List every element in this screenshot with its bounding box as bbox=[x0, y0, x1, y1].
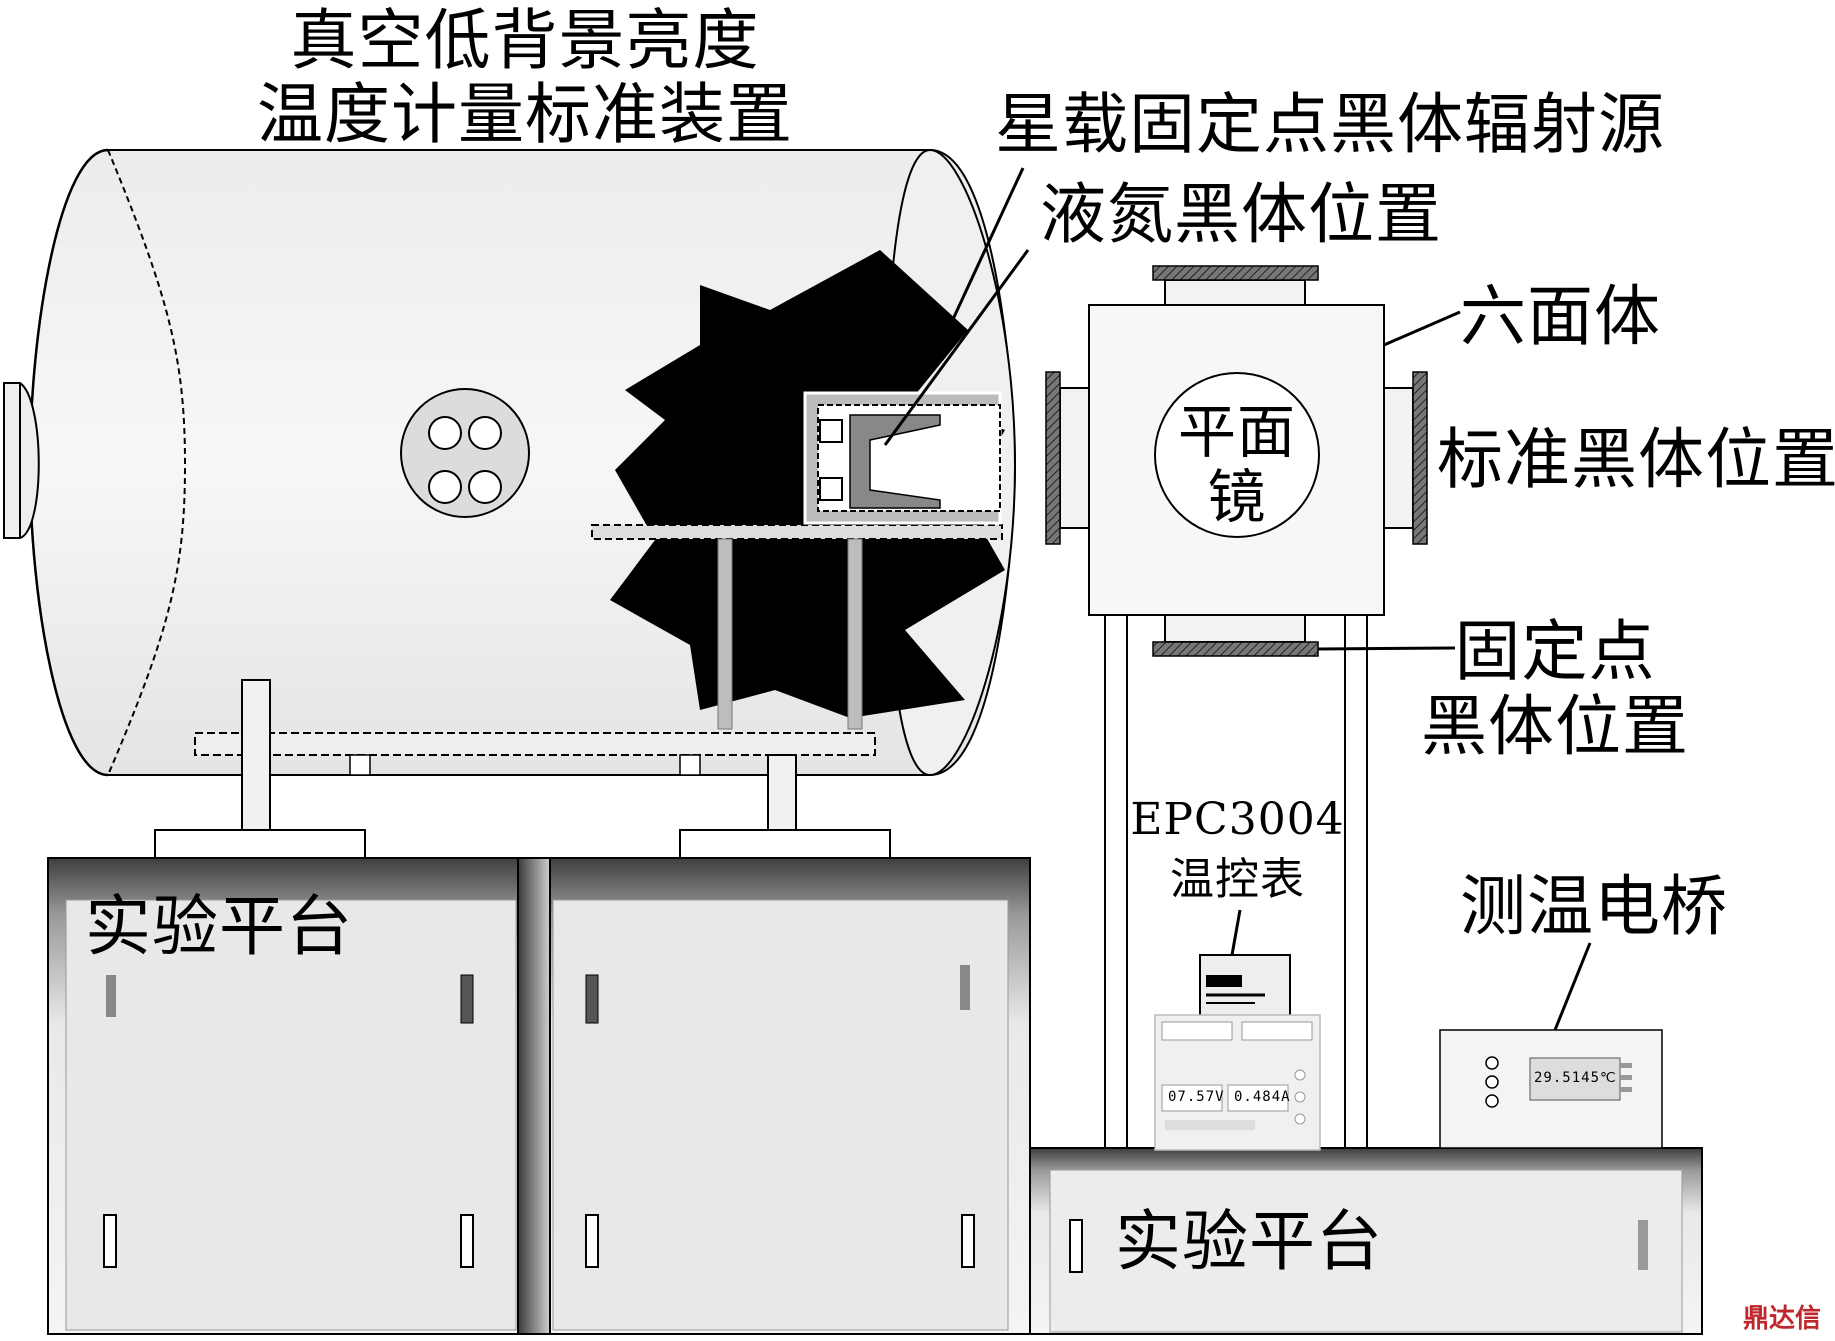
watermark: 鼎达信 bbox=[1742, 1304, 1821, 1334]
plane-mirror-label-line1: 平面 bbox=[1177, 398, 1296, 466]
hexahedron-label: 六面体 bbox=[1460, 278, 1661, 355]
standard-blackbody-label: 标准黑体位置 bbox=[1437, 421, 1835, 498]
device-title-line1: 真空低背景亮度 bbox=[290, 2, 760, 79]
platform-left-label: 实验平台 bbox=[85, 888, 353, 965]
platform-right bbox=[1029, 1147, 1703, 1335]
epc3004-controller bbox=[1199, 954, 1291, 1018]
plane-mirror-label-line2: 镜 bbox=[1207, 463, 1267, 531]
hexahedron bbox=[1045, 265, 1428, 1151]
epc-voltage-display: 07.57V bbox=[1168, 1089, 1225, 1105]
ln2-blackbody-label: 液氮黑体位置 bbox=[1040, 176, 1442, 253]
leader-lines bbox=[883, 167, 1592, 1031]
epc-current-display: 0.484A bbox=[1234, 1089, 1291, 1105]
chamber-supports bbox=[154, 679, 891, 859]
platform-left bbox=[47, 857, 1031, 1335]
fixed-point-label-line1: 固定点 bbox=[1454, 613, 1656, 690]
power-supply-unit bbox=[1154, 1014, 1321, 1151]
epc3004-label-line1: EPC3004 bbox=[1130, 794, 1345, 845]
platform-right-label: 实验平台 bbox=[1115, 1203, 1383, 1280]
epc3004-label-line2: 温控表 bbox=[1170, 854, 1305, 905]
temperature-bridge bbox=[1439, 1029, 1663, 1149]
spaceborne-source-label: 星载固定点黑体辐射源 bbox=[995, 86, 1665, 163]
internal-rail bbox=[591, 524, 1003, 730]
bridge-temperature-display: 29.5145℃ bbox=[1534, 1070, 1617, 1086]
bridge-label: 测温电桥 bbox=[1460, 868, 1728, 945]
fixed-point-label-line2: 黑体位置 bbox=[1421, 688, 1689, 765]
spaceborne-blackbody-source bbox=[803, 391, 1002, 525]
device-title-line2: 温度计量标准装置 bbox=[257, 76, 793, 153]
